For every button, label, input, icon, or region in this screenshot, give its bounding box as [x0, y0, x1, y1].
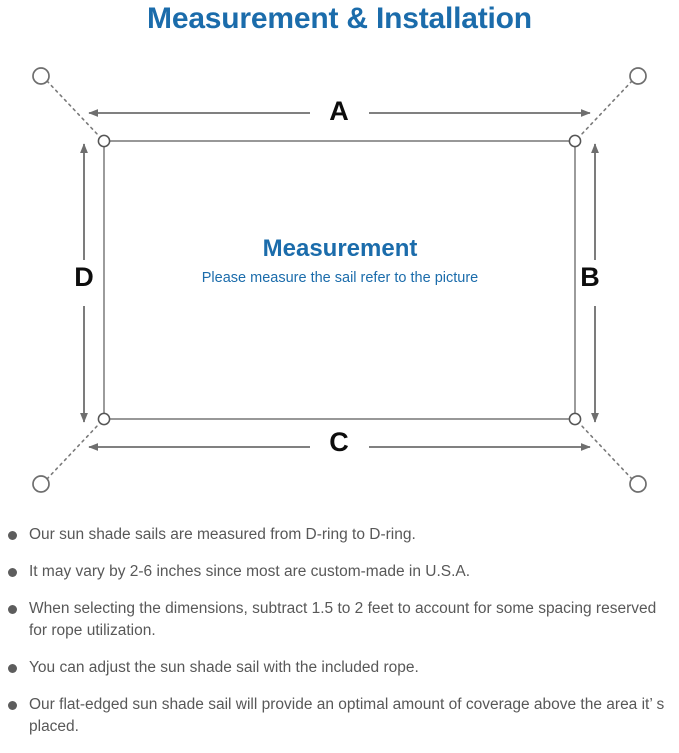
note-text: You can adjust the sun shade sail with t… [29, 659, 419, 676]
notes-list: Our sun shade sails are measured from D-… [8, 524, 676, 753]
anchor-ring-bottom-right [629, 475, 647, 493]
rope-bottom-right [579, 423, 633, 480]
bullet-icon [8, 568, 17, 577]
center-label-subtitle: Please measure the sail refer to the pic… [201, 270, 479, 286]
d-rings [97, 134, 582, 426]
list-item: When selecting the dimensions, subtract … [8, 598, 676, 642]
d-ring-bottom-left [97, 412, 111, 426]
list-item: You can adjust the sun shade sail with t… [8, 657, 676, 679]
list-item: Our sun shade sails are measured from D-… [8, 524, 676, 546]
list-item: Our flat-edged sun shade sail will provi… [8, 694, 676, 738]
d-ring-bottom-right [568, 412, 582, 426]
center-label-block: Measurement Please measure the sail refe… [110, 234, 570, 288]
rope-top-right [579, 80, 633, 137]
rope-bottom-left [46, 423, 100, 480]
center-label-title: Measurement [262, 235, 418, 262]
anchor-ring-bottom-left [32, 475, 50, 493]
bullet-icon [8, 664, 17, 673]
dimension-label-d: D [74, 262, 94, 292]
note-text: When selecting the dimensions, subtract … [29, 600, 657, 639]
dimension-label-b: B [580, 262, 600, 292]
anchor-rings [32, 67, 647, 493]
page-title: Measurement & Installation [147, 2, 532, 35]
dimension-label-a: A [329, 96, 349, 126]
d-ring-top-right [568, 134, 582, 148]
anchor-ring-top-right [629, 67, 647, 85]
bullet-icon [8, 531, 17, 540]
rope-lines [46, 80, 633, 480]
note-text: Our sun shade sails are measured from D-… [29, 526, 416, 543]
d-ring-top-left [97, 134, 111, 148]
dimension-label-c: C [329, 427, 349, 457]
rope-top-left [46, 80, 100, 137]
bullet-icon [8, 701, 17, 710]
bullet-icon [8, 605, 17, 614]
sail-rectangle [103, 140, 576, 420]
note-text: Our flat-edged sun shade sail will provi… [29, 696, 665, 735]
sail-measurement-diagram: A B C D Measurement Please measure the s… [0, 44, 679, 522]
note-text: It may vary by 2-6 inches since most are… [29, 563, 471, 580]
list-item: It may vary by 2-6 inches since most are… [8, 561, 676, 583]
anchor-ring-top-left [32, 67, 50, 85]
diagram-svg [32, 67, 647, 493]
